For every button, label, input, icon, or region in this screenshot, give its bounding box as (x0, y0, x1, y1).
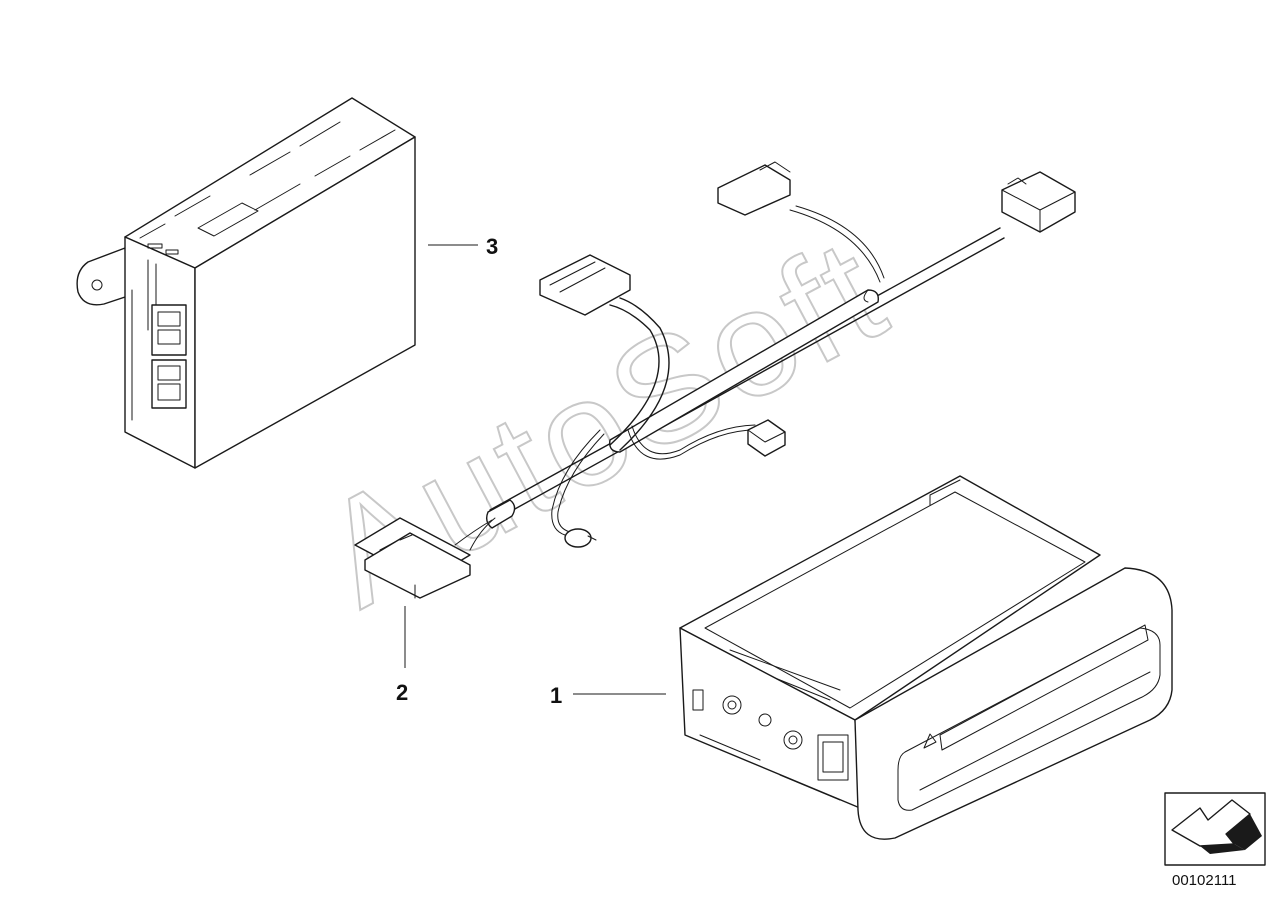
callout-2: 2 (396, 680, 408, 705)
wiring-harness[interactable] (354, 161, 1076, 599)
callout-1: 1 (550, 683, 562, 708)
orientation-box (1164, 792, 1266, 866)
reference-number: 00102111 (1172, 872, 1237, 889)
callout-3: 3 (486, 234, 498, 259)
control-module[interactable] (76, 97, 416, 469)
dvd-navigation-drive[interactable] (679, 475, 1173, 840)
arrow-icon (1171, 799, 1262, 854)
